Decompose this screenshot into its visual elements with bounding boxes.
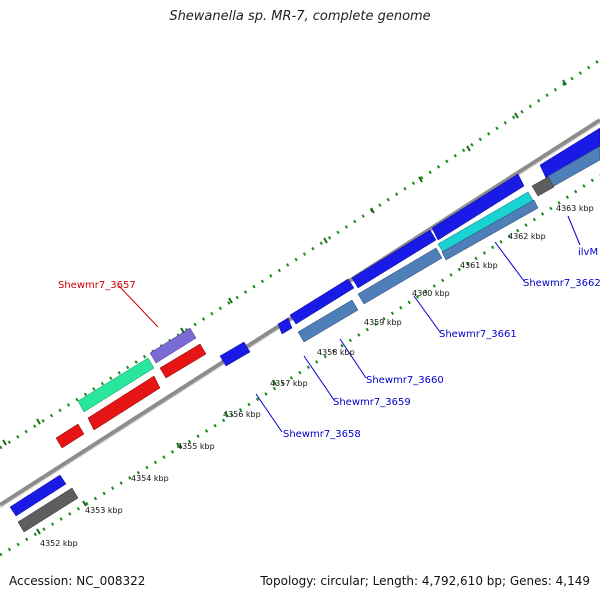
- kbp-label: 4356 kbp: [223, 410, 261, 419]
- major-tick: [466, 145, 471, 152]
- gene-label-shewmr7-3658[interactable]: Shewmr7_3658: [283, 429, 361, 440]
- accession-text: Accession: NC_008322: [9, 574, 146, 588]
- genome-title: Shewanella sp. MR-7, complete genome: [169, 9, 431, 24]
- genome-summary-text: Topology: circular; Length: 4,792,610 bp…: [260, 574, 590, 588]
- gene-label-shewmr7-3657[interactable]: Shewmr7_3657: [58, 280, 136, 291]
- major-tick: [176, 442, 181, 449]
- gene-block-blue[interactable]: [539, 127, 600, 179]
- gene-block-blue[interactable]: [219, 341, 251, 367]
- ruler-major-ticks: [2, 79, 567, 535]
- kbp-label: 4352 kbp: [40, 539, 78, 548]
- gene-block-purple[interactable]: [149, 327, 197, 364]
- gene-block-steel[interactable]: [297, 299, 359, 343]
- kbp-label: 4357 kbp: [270, 379, 308, 388]
- kbp-label: 4358 kbp: [317, 348, 355, 357]
- gene-block-steel[interactable]: [547, 145, 600, 187]
- leader-line: [567, 215, 581, 246]
- major-tick: [36, 418, 41, 425]
- gene-block-blue[interactable]: [351, 229, 437, 289]
- kbp-label: 4355 kbp: [177, 442, 215, 451]
- major-tick: [562, 79, 567, 86]
- leader-line: [255, 393, 283, 433]
- gene-name-labels: Shewmr7_3657 Shewmr7_3658 Shewmr7_3659 S…: [58, 247, 600, 440]
- inner-tick-ruler: [0, 173, 600, 557]
- gene-label-ilvm[interactable]: ilvM: [578, 247, 598, 258]
- leader-line: [339, 338, 367, 379]
- gene-block-red[interactable]: [159, 343, 207, 379]
- kbp-label: 4360 kbp: [412, 289, 450, 298]
- outer-tick-ruler: [0, 58, 600, 450]
- gene-block-blue[interactable]: [289, 278, 355, 325]
- gene-block-blue[interactable]: [431, 173, 525, 241]
- gene-label-shewmr7-3659[interactable]: Shewmr7_3659: [333, 397, 411, 408]
- kbp-label: 4353 kbp: [85, 506, 123, 515]
- major-tick: [36, 528, 41, 535]
- gene-label-shewmr7-3662[interactable]: Shewmr7_3662: [523, 278, 600, 289]
- leader-line: [303, 355, 335, 401]
- gene-block-gray[interactable]: [531, 176, 555, 197]
- major-tick: [323, 237, 328, 244]
- major-tick: [370, 207, 375, 214]
- gene-label-shewmr7-3661[interactable]: Shewmr7_3661: [439, 329, 517, 340]
- gene-label-shewmr7-3660[interactable]: Shewmr7_3660: [366, 375, 444, 386]
- genes-reverse: [17, 145, 600, 533]
- gene-block-steel[interactable]: [357, 247, 443, 305]
- gene-block-green[interactable]: [77, 357, 155, 413]
- major-tick: [2, 439, 7, 446]
- leader-line: [413, 295, 441, 333]
- leader-line: [118, 285, 159, 328]
- gene-block-red[interactable]: [87, 375, 161, 431]
- major-tick: [228, 297, 233, 304]
- kbp-label: 4362 kbp: [508, 232, 546, 241]
- gene-block-blue[interactable]: [277, 317, 293, 335]
- kbp-label: 4363 kbp: [556, 204, 594, 213]
- kbp-scale-labels: 4352 kbp 4353 kbp 4354 kbp 4355 kbp 4356…: [40, 204, 594, 548]
- genes-forward: [9, 127, 600, 517]
- major-tick: [514, 112, 519, 119]
- major-tick: [224, 411, 229, 418]
- major-tick: [418, 176, 423, 183]
- gene-block-red[interactable]: [55, 423, 85, 449]
- leader-line: [494, 241, 525, 282]
- major-tick: [82, 500, 87, 507]
- gene-block-steel[interactable]: [441, 199, 539, 261]
- kbp-label: 4354 kbp: [131, 474, 169, 483]
- kbp-label: 4359 kbp: [364, 318, 402, 327]
- major-tick: [272, 379, 277, 386]
- kbp-label: 4361 kbp: [460, 261, 498, 270]
- gene-block-blue[interactable]: [9, 474, 67, 517]
- major-tick: [180, 327, 185, 334]
- gene-block-gray[interactable]: [17, 487, 79, 533]
- label-leaders: [118, 215, 581, 433]
